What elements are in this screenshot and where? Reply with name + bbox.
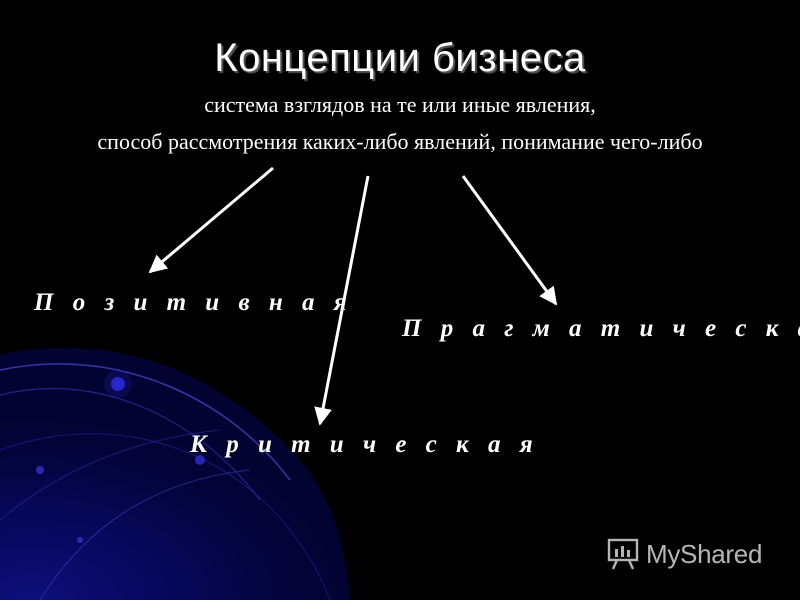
arrow-to-positive [148,166,274,274]
arrow-to-critical [314,175,370,426]
concept-critical: К р и т и ч е с к а я [190,431,540,458]
arrow-to-pragmatic [461,175,558,306]
watermark: MyShared [606,536,762,572]
watermark-text: MyShared [646,538,763,569]
slide-title: Концепции бизнеса [214,36,586,80]
definition-line-2: способ рассмотрения каких-либо явлений, … [97,129,703,154]
definition-line-1: система взглядов на те или иные явления, [204,92,596,117]
concept-positive: П о з и т и в н а я [34,289,354,316]
presentation-board-icon [607,538,639,570]
concept-pragmatic: П р а г м а т и ч е с к а я [402,315,800,342]
